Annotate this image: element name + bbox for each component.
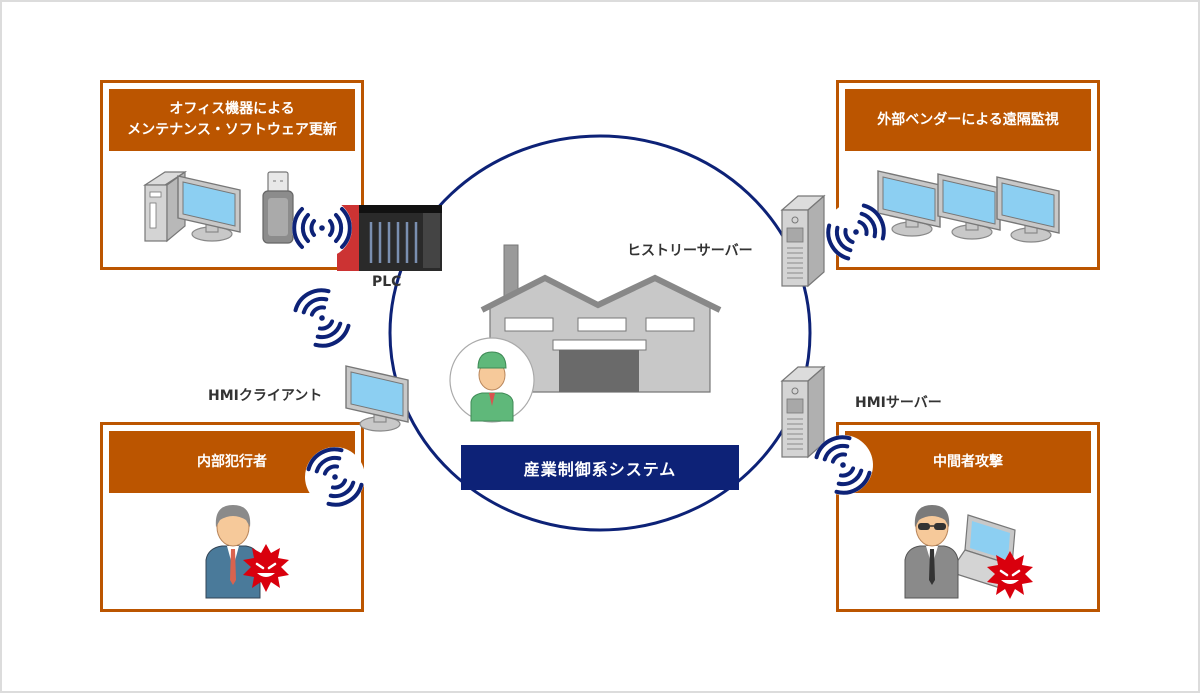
worker-icon — [449, 337, 535, 423]
threat-box-vendor-title: 外部ベンダーによる遠隔監視 — [845, 89, 1091, 151]
wireless-signal-icon — [290, 196, 354, 260]
hacker-icon — [904, 505, 959, 599]
hmi-server-label: HMIサーバー — [855, 395, 942, 411]
monitor-icon — [937, 173, 1001, 240]
hmi-client-label: HMIクライアント — [208, 388, 323, 404]
history-server-label: ヒストリーサーバー — [627, 243, 753, 259]
plc-label: PLC — [372, 274, 402, 290]
monitor-icon — [996, 176, 1060, 243]
threat-box-office-title: オフィス機器による メンテナンス・ソフトウェア更新 — [109, 89, 355, 151]
monitor-icon — [877, 170, 941, 237]
plc-icon — [337, 205, 442, 271]
title-line-1: オフィス機器による — [169, 101, 295, 117]
businessman-icon — [205, 505, 261, 599]
system-ring — [388, 134, 812, 532]
threat-box-office: オフィス機器による メンテナンス・ソフトウェア更新 — [100, 80, 364, 270]
usb-drive-icon — [262, 171, 294, 244]
factory-icon — [480, 244, 722, 393]
desktop-pc-icon — [142, 170, 241, 243]
system-title-banner: 産業制御系システム — [461, 445, 739, 490]
title-line-2: メンテナンス・ソフトウェア更新 — [127, 122, 337, 138]
threat-box-mitm-title: 中間者攻撃 — [845, 431, 1091, 493]
hmi-client-monitor-icon — [345, 365, 409, 432]
wireless-signal-icon — [279, 275, 365, 361]
wireless-signal-icon — [292, 434, 378, 520]
hmi-server-icon — [781, 366, 825, 458]
history-server-icon — [781, 195, 825, 287]
vendor-monitors — [877, 170, 1060, 243]
